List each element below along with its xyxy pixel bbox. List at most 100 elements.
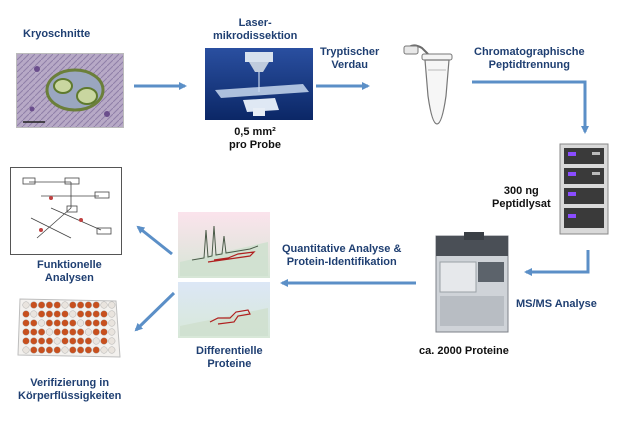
- label-verif-line2: Körperflüssigkeiten: [18, 390, 122, 402]
- arrow-tube-to-hplc: [472, 80, 589, 134]
- label-ng-line2: Peptidlysat: [492, 198, 551, 210]
- label-quantitative-analysis: Quantitative Analyse & Protein-Identifik…: [282, 243, 401, 269]
- plate-well: [53, 301, 61, 309]
- plate-well: [61, 337, 69, 345]
- plate-well: [77, 301, 85, 309]
- label-chrom-line2: Peptidtrennung: [488, 59, 570, 71]
- plate-well: [53, 310, 61, 318]
- plate-well: [69, 310, 77, 318]
- well-plate-image: [16, 297, 122, 359]
- plate-well: [38, 346, 46, 354]
- label-kryoschnitte: Kryoschnitte: [23, 28, 91, 40]
- plate-well: [100, 310, 108, 318]
- label-ng-line1: 300 ng: [503, 185, 539, 197]
- plate-well: [84, 328, 92, 336]
- plate-well: [53, 319, 61, 327]
- plate-well: [38, 310, 46, 318]
- arrow-diff-to-func: [136, 225, 173, 256]
- label-diff-line2: Proteine: [207, 358, 252, 370]
- laser-microdissection-image: [205, 48, 313, 120]
- plate-well: [61, 319, 69, 327]
- label-peptide-amount: 300 ng Peptidlysat: [492, 185, 551, 211]
- plate-well: [84, 301, 92, 309]
- label-verif-line1: Verifizierung in: [30, 377, 110, 389]
- label-laser-line1: Laser-: [238, 17, 272, 29]
- plate-well: [108, 310, 116, 318]
- label-tryptic-line2: Verdau: [331, 59, 368, 71]
- plate-well: [61, 301, 69, 309]
- plate-well: [30, 319, 38, 327]
- plate-well: [69, 346, 77, 354]
- plate-well: [30, 310, 38, 318]
- label-tryptic-line1: Tryptischer: [320, 46, 380, 58]
- plate-well: [69, 328, 77, 336]
- plate-well: [61, 328, 69, 336]
- label-protein-count: ca. 2000 Proteine: [419, 345, 509, 357]
- plate-well: [108, 301, 116, 309]
- plate-well: [108, 328, 116, 336]
- plate-well: [92, 310, 100, 318]
- plate-well: [77, 346, 85, 354]
- label-chrom-line1: Chromatographische: [474, 46, 585, 58]
- plate-well: [108, 319, 116, 327]
- label-msms-analysis: MS/MS Analyse: [516, 298, 597, 310]
- plate-well: [92, 328, 100, 336]
- plate-well: [30, 328, 38, 336]
- plate-well: [84, 346, 92, 354]
- plate-well: [77, 310, 85, 318]
- label-laser-microdissection: Laser- mikrodissektion: [213, 17, 297, 43]
- plate-well: [38, 301, 46, 309]
- plate-well: [38, 319, 46, 327]
- plate-well: [77, 328, 85, 336]
- plate-well: [38, 337, 46, 345]
- label-functional-analyses: Funktionelle Analysen: [37, 259, 102, 285]
- plate-well: [22, 337, 30, 345]
- mass-spectrometer-image: [430, 228, 514, 340]
- label-area-line2: pro Probe: [229, 139, 281, 151]
- plate-well: [61, 346, 69, 354]
- plate-well: [69, 337, 77, 345]
- label-chromatography: Chromatographische Peptidtrennung: [474, 46, 585, 72]
- plate-well: [45, 310, 53, 318]
- label-quant-line2: Protein-Identifikation: [286, 256, 397, 268]
- label-quant-line1: Quantitative Analyse &: [282, 243, 402, 255]
- arrow-diff-to-verif: [134, 291, 176, 332]
- plate-well: [22, 346, 30, 354]
- plate-well: [53, 337, 61, 345]
- eppendorf-tube-icon: [400, 40, 460, 130]
- peak-landscape-image-2: [178, 282, 270, 338]
- plate-well: [108, 337, 116, 345]
- plate-well: [100, 319, 108, 327]
- plate-well: [38, 328, 46, 336]
- plate-well: [100, 301, 108, 309]
- peak-landscape-image: [178, 212, 270, 278]
- plate-well: [45, 337, 53, 345]
- plate-well: [77, 319, 85, 327]
- plate-well: [45, 346, 53, 354]
- plate-well: [22, 319, 30, 327]
- hplc-system-image: [556, 140, 612, 238]
- label-area-line1: 0,5 mm²: [234, 126, 276, 138]
- plate-well: [61, 310, 69, 318]
- plate-well: [100, 328, 108, 336]
- plate-well: [92, 337, 100, 345]
- plate-well: [45, 301, 53, 309]
- plate-well: [53, 346, 61, 354]
- label-tryptic-digest: Tryptischer Verdau: [320, 46, 379, 72]
- label-area-per-sample: 0,5 mm² pro Probe: [229, 126, 281, 152]
- plate-well: [77, 337, 85, 345]
- label-verification: Verifizierung in Körperflüssigkeiten: [18, 377, 121, 403]
- plate-well: [30, 346, 38, 354]
- label-diff-line1: Differentielle: [196, 345, 263, 357]
- plate-well: [22, 328, 30, 336]
- plate-well: [100, 337, 108, 345]
- plate-well: [108, 346, 116, 354]
- plate-well: [92, 301, 100, 309]
- plate-well: [100, 346, 108, 354]
- plate-well: [30, 301, 38, 309]
- plate-well: [84, 337, 92, 345]
- label-differential-proteins: Differentielle Proteine: [196, 345, 263, 371]
- label-func-line1: Funktionelle: [37, 259, 102, 271]
- label-func-line2: Analysen: [44, 272, 94, 284]
